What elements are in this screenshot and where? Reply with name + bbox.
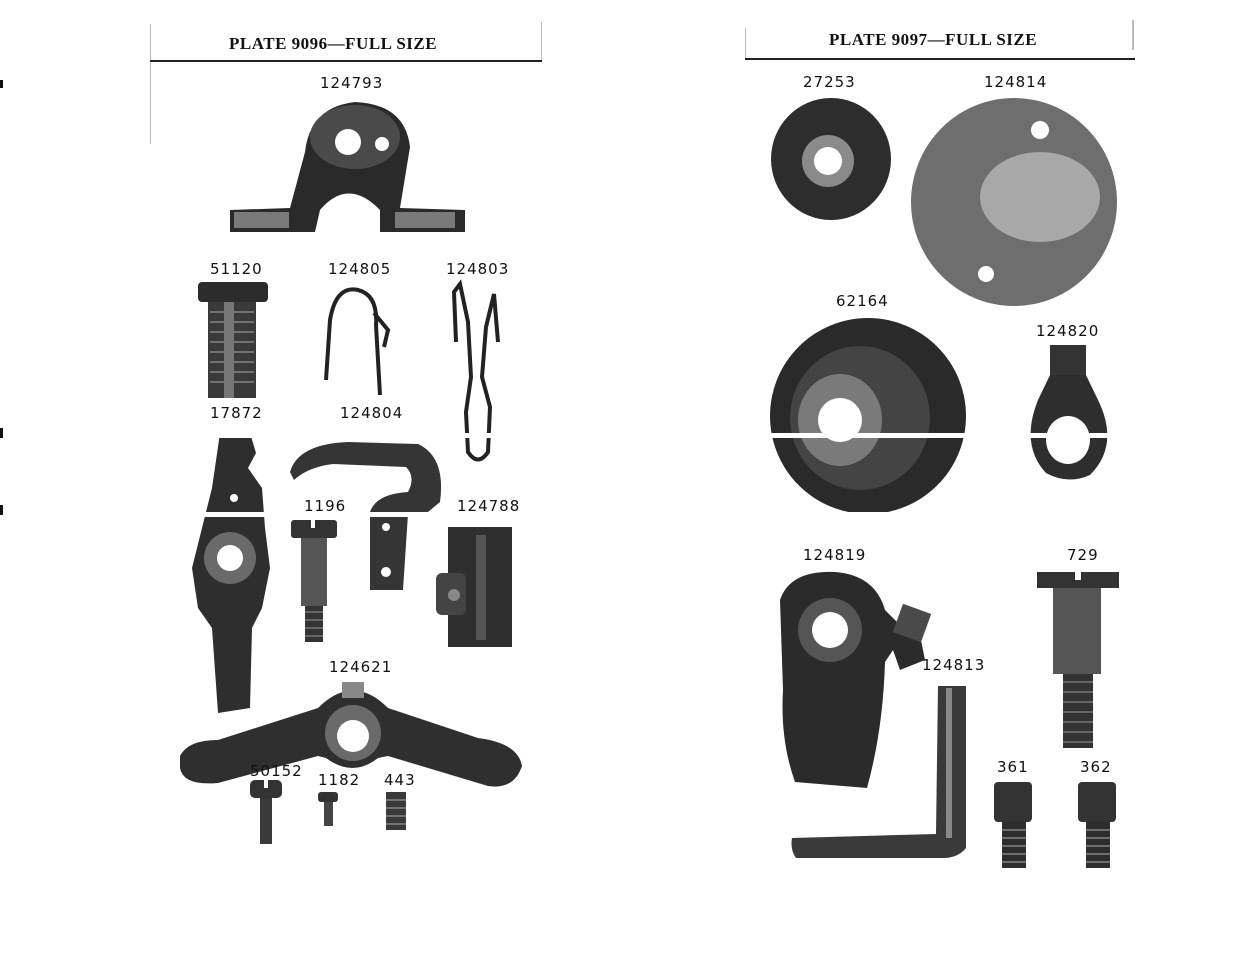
scan-band: [0, 512, 1238, 517]
part-number-label: 124819: [803, 546, 867, 564]
part-124819-crank-arm: [780, 571, 932, 788]
page-edge-line: [150, 24, 151, 144]
part-124805-wire-spring: [324, 287, 391, 396]
part-27253-washer: [771, 98, 891, 220]
part-number-label: 443: [384, 771, 416, 789]
title-rule: [745, 58, 1135, 60]
left-plate-page: PLATE 9096—FULL SIZE 124793 51120 124805…: [0, 0, 600, 954]
part-number-label: 124813: [922, 656, 986, 674]
part-124814-disc: [911, 98, 1117, 306]
part-124803-wire-clip: [451, 279, 500, 462]
part-number-label: 124803: [446, 260, 510, 278]
part-1196-shoulder-screw: [291, 520, 337, 642]
part-number-label: 729: [1067, 546, 1099, 564]
part-362-set-screw: [1078, 782, 1116, 868]
scan-edge-mark: [0, 80, 3, 88]
part-number-label: 362: [1080, 758, 1112, 776]
part-number-label: 124793: [320, 74, 384, 92]
part-number-label: 51120: [210, 260, 263, 278]
part-361-set-screw: [994, 782, 1032, 868]
part-124793-bracket: [230, 102, 465, 232]
part-124813-l-wrench: [791, 686, 966, 858]
part-17872-lever: [192, 433, 270, 713]
part-443-set-screw: [386, 792, 406, 830]
part-729-shoulder-bolt: [1037, 572, 1119, 748]
part-number-label: 17872: [210, 404, 263, 422]
part-124788-block: [436, 527, 512, 647]
part-number-label: 361: [997, 758, 1029, 776]
part-51120-bolt: [198, 282, 268, 398]
part-number-label: 50152: [250, 762, 303, 780]
part-124804-hook: [290, 442, 442, 590]
part-number-label: 124814: [984, 73, 1048, 91]
part-number-label: 27253: [803, 73, 856, 91]
part-number-label: 1182: [318, 771, 361, 789]
part-number-label: 124805: [328, 260, 392, 278]
part-50152-screw: [250, 780, 282, 844]
page-edge-line: [1132, 20, 1134, 50]
part-number-label: 1196: [304, 497, 347, 515]
part-number-label: 124804: [340, 404, 404, 422]
part-number-label: 124788: [457, 497, 521, 515]
plate-title: PLATE 9096—FULL SIZE: [229, 34, 438, 53]
part-124621-spider: [180, 682, 522, 787]
scan-edge-mark: [0, 428, 3, 438]
scan-edge-mark: [0, 505, 3, 515]
part-number-label: 124820: [1036, 322, 1100, 340]
title-rule: [150, 60, 542, 62]
part-62164-pulley: [770, 318, 966, 514]
part-number-label: 124621: [329, 658, 393, 676]
right-plate-page: PLATE 9097—FULL SIZE 27253 124814 62164 …: [600, 0, 1238, 954]
page-edge-line: [745, 28, 746, 60]
page-edge-line: [541, 22, 542, 62]
part-number-label: 62164: [836, 292, 889, 310]
part-124820-eye-fitting: [1030, 345, 1108, 480]
scan-band: [0, 433, 1238, 438]
part-1182-screw: [318, 792, 338, 826]
plate-title: PLATE 9097—FULL SIZE: [829, 30, 1038, 49]
